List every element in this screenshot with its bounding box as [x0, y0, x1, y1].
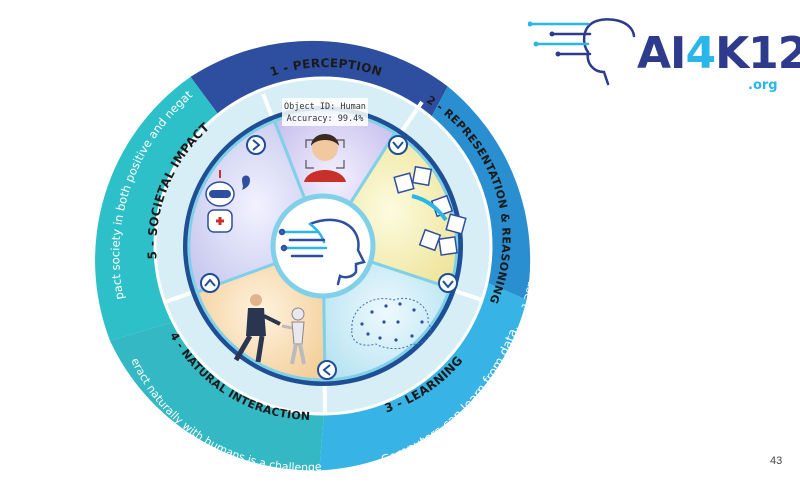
- outer-segment-interaction: [110, 314, 329, 471]
- chevron-down-icon: [442, 280, 454, 289]
- accuracy-readout: Accuracy: 99.4%: [287, 114, 364, 124]
- handshake-illustration: [233, 294, 306, 365]
- logo-wordmark: AI4K12: [637, 32, 800, 76]
- arrow-badge: [200, 273, 220, 293]
- logo-4: 4: [685, 28, 716, 79]
- neural-network-illustration: [351, 298, 432, 350]
- chevron-up-icon: [204, 278, 216, 287]
- arrow-badge: [388, 135, 408, 155]
- center-hub: [270, 193, 376, 299]
- logo-ai: AI: [637, 28, 686, 79]
- arrow-badge: [246, 135, 266, 155]
- arrow-badge: [438, 273, 458, 293]
- arrow-badge: [317, 360, 337, 380]
- ai4k12-logo-mark: [528, 18, 636, 86]
- chevron-left-icon: [322, 364, 331, 376]
- chevron-right-icon: [252, 139, 261, 151]
- head-circuit-icon: [278, 218, 366, 286]
- page-number: 43: [770, 455, 783, 467]
- chevron-down-icon: [392, 141, 404, 150]
- logo-k12: K12: [715, 28, 800, 79]
- logo-domain: .org: [748, 78, 778, 93]
- robot-illustration: [205, 170, 250, 233]
- object-id-readout: Object ID: Human: [284, 102, 366, 112]
- cubes-illustration: [393, 165, 467, 256]
- perception-illustration: Object ID: Human Accuracy: 99.4%: [282, 98, 368, 182]
